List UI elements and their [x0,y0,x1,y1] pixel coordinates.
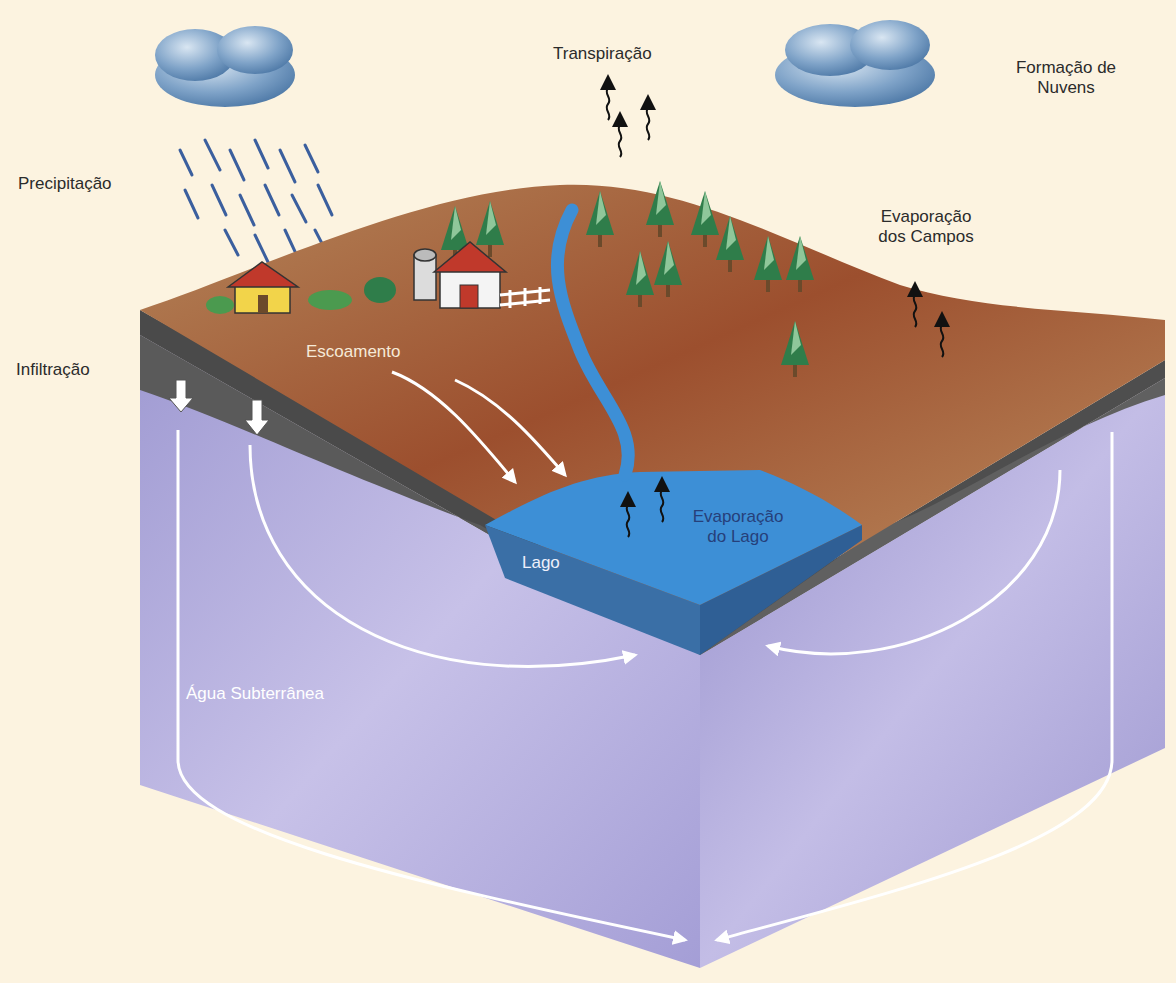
label: Formação de Nuvens [1010,58,1122,99]
label: Evaporação dos Campos [868,207,984,248]
label: Infiltração [16,360,90,380]
label: Água Subterrânea [186,684,324,704]
label: Precipitação [18,174,112,194]
label: Evaporação do Lago [682,507,794,548]
label: Escoamento [306,342,401,362]
label: Transpiração [553,44,652,64]
label: Lago [522,553,560,573]
